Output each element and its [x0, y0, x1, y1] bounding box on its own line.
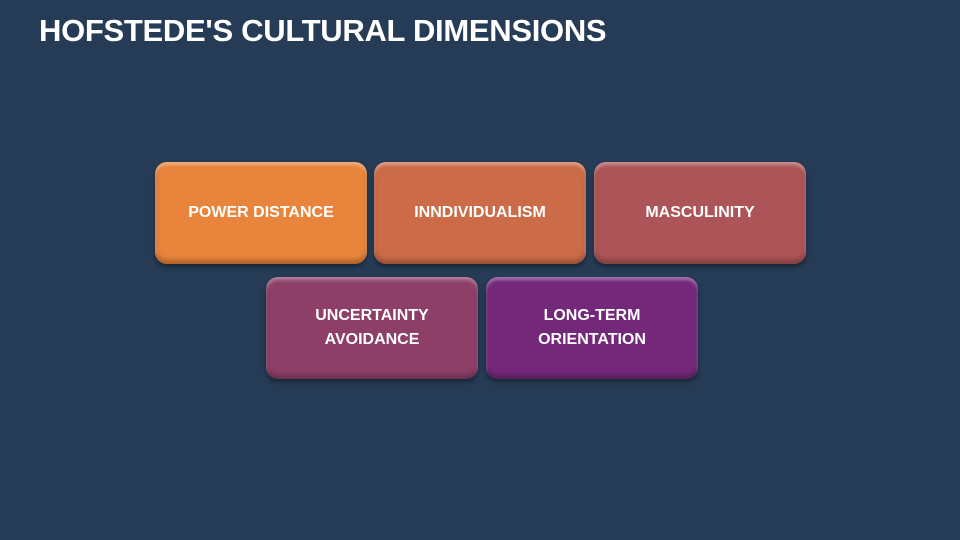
- dimension-label: LONG-TERM ORIENTATION: [538, 307, 646, 348]
- dimension-label: UNCERTAINTY AVOIDANCE: [315, 307, 429, 348]
- dimension-box-masculinity: MASCULINITY: [594, 162, 806, 264]
- dimension-label: POWER DISTANCE: [188, 204, 334, 221]
- slide-title: HOFSTEDE'S CULTURAL DIMENSIONS: [39, 13, 607, 48]
- dimension-label: MASCULINITY: [645, 204, 755, 221]
- dimension-label: INNDIVIDUALISM: [414, 204, 546, 221]
- dimension-box-uncertainty-avoidance: UNCERTAINTY AVOIDANCE: [266, 277, 478, 379]
- dimension-box-individualism: INNDIVIDUALISM: [374, 162, 586, 264]
- dimension-box-long-term-orientation: LONG-TERM ORIENTATION: [486, 277, 698, 379]
- dimension-box-power-distance: POWER DISTANCE: [155, 162, 367, 264]
